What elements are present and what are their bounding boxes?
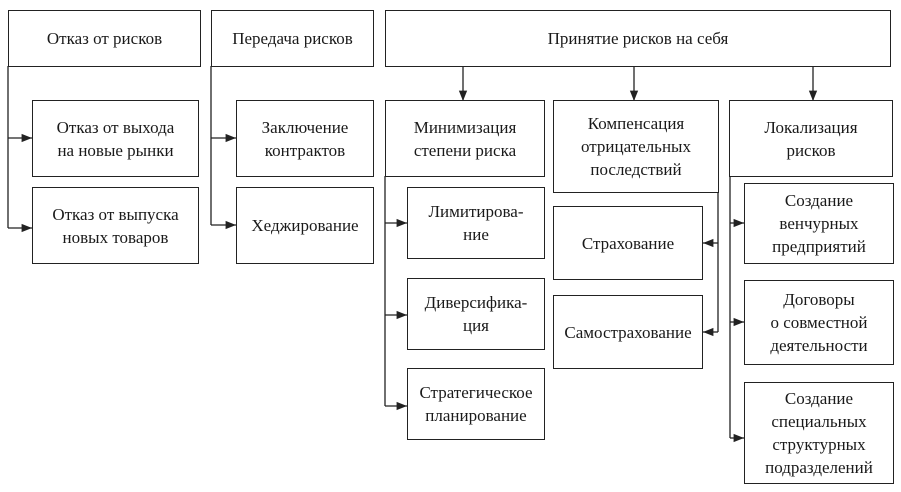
box-strategic-planning-label: Стратегическое планирование [419,383,533,425]
box-diversification-label: Диверсифика- ция [424,293,528,335]
box-self-insurance-label: Самострахование [564,322,692,342]
box-minimize: Минимизация степени риска [385,100,545,177]
box-refuse-new-products: Отказ от выпуска новых товаров [32,187,199,264]
box-venture-enterprises-label: Создание венчурных предприятий [772,191,866,256]
box-refuse-new-markets-label: Отказ от выхода на новые рынки [56,117,175,160]
box-accept-risks: Принятие рисков на себя [385,10,891,67]
box-localize-label: Локализация рисков [764,117,858,160]
box-minimize-label: Минимизация степени риска [413,117,517,160]
box-compensate-label: Компенсация отрицательных последствий [581,114,691,179]
box-venture-enterprises: Создание венчурных предприятий [744,183,894,264]
box-localize: Локализация рисков [729,100,893,177]
box-insurance-label: Страхование [581,233,675,253]
box-accept-risks-label: Принятие рисков на себя [547,29,729,48]
box-self-insurance: Самострахование [553,295,703,369]
box-refuse-new-markets: Отказ от выхода на новые рынки [32,100,199,177]
box-insurance: Страхование [553,206,703,280]
box-contracts-label: Заключение контрактов [261,117,349,160]
box-joint-activity-label: Договоры о совместной деятельности [770,290,868,355]
box-joint-activity: Договоры о совместной деятельности [744,280,894,365]
box-refuse-risks: Отказ от рисков [8,10,201,67]
box-diversification: Диверсифика- ция [407,278,545,350]
box-limiting: Лимитирова- ние [407,187,545,259]
box-contracts: Заключение контрактов [236,100,374,177]
box-compensate: Компенсация отрицательных последствий [553,100,719,193]
box-refuse-new-products-label: Отказ от выпуска новых товаров [52,204,179,247]
box-special-divisions: Создание специальных структурных подразд… [744,382,894,484]
box-special-divisions-label: Создание специальных структурных подразд… [765,389,873,477]
box-hedging: Хеджирование [236,187,374,264]
box-limiting-label: Лимитирова- ние [428,202,524,244]
box-transfer-risks-label: Передача рисков [232,29,353,48]
box-refuse-risks-label: Отказ от рисков [46,29,163,48]
box-transfer-risks: Передача рисков [211,10,374,67]
box-hedging-label: Хеджирование [251,216,359,235]
box-strategic-planning: Стратегическое планирование [407,368,545,440]
